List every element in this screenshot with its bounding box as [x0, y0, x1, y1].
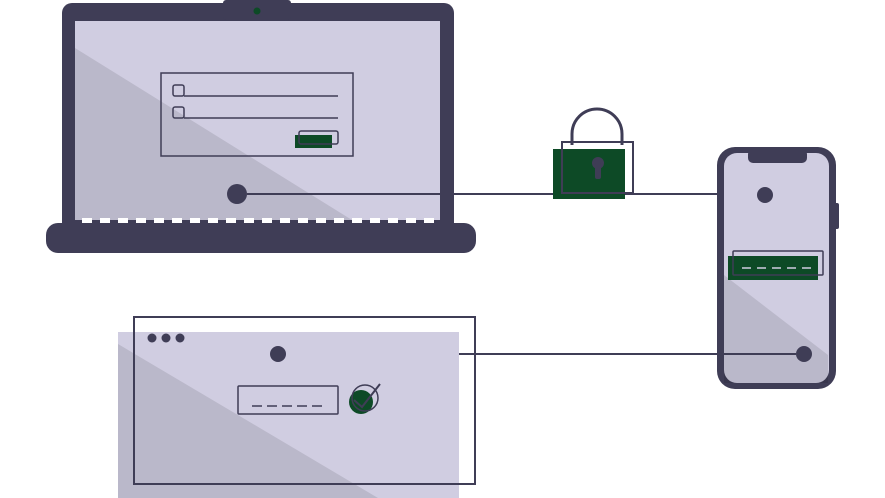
phone-notch	[748, 149, 807, 163]
submit-button-icon[interactable]	[295, 130, 339, 148]
keyboard-key	[226, 218, 236, 223]
keyboard-key	[100, 218, 110, 223]
browser-background-panel	[118, 332, 459, 498]
keyboard-key	[82, 218, 92, 223]
keyboard-key	[154, 218, 164, 223]
padlock-icon	[553, 107, 634, 199]
keyboard-key	[352, 218, 362, 223]
padlock-body-outline	[561, 141, 634, 194]
smartphone-icon	[717, 147, 839, 389]
laptop-keyboard	[82, 218, 434, 223]
browser-code-field-frame	[237, 385, 339, 415]
keyboard-key	[370, 218, 380, 223]
keyboard-key	[262, 218, 272, 223]
checkbox-row	[172, 84, 338, 97]
keyboard-key	[334, 218, 344, 223]
laptop-connection-node	[227, 184, 247, 204]
check-circle-fill	[349, 390, 373, 414]
keyhole-slot	[595, 163, 601, 179]
keyboard-key	[424, 218, 434, 223]
checkmark-icon	[353, 383, 381, 409]
padlock-body	[553, 149, 625, 199]
browser-window-icon	[118, 316, 476, 498]
keyboard-key	[190, 218, 200, 223]
keyboard-key	[388, 218, 398, 223]
keyboard-key	[316, 218, 326, 223]
laptop-icon	[46, 0, 476, 253]
laptop-screen	[75, 21, 440, 220]
laptop-base	[46, 223, 476, 253]
window-control-dot-icon[interactable]	[161, 333, 171, 343]
phone-top-connection-node	[757, 187, 773, 203]
login-form-frame	[160, 72, 354, 157]
browser-connection-node	[270, 346, 286, 362]
keyboard-key	[172, 218, 182, 223]
checkbox-icon[interactable]	[172, 84, 185, 97]
login-form	[160, 72, 354, 157]
keyboard-key	[118, 218, 128, 223]
keyboard-key	[244, 218, 254, 223]
check-circle-outline	[351, 384, 379, 412]
keyboard-key	[280, 218, 290, 223]
phone-bottom-connection-node	[796, 346, 812, 362]
browser-code-field[interactable]	[237, 385, 339, 415]
window-controls	[147, 333, 185, 343]
laptop-screen-shadow	[75, 48, 352, 220]
keyboard-key	[406, 218, 416, 223]
laptop-camera-icon	[253, 7, 261, 15]
padlock-shackle	[570, 107, 624, 145]
phone-code-field-frame	[732, 250, 824, 276]
keyboard-key	[208, 218, 218, 223]
checkbox-icon[interactable]	[172, 106, 185, 119]
keyboard-key	[136, 218, 146, 223]
checkbox-row	[172, 106, 338, 119]
browser-frame	[133, 316, 476, 485]
check-circle-icon	[349, 383, 381, 414]
window-control-dot-icon[interactable]	[175, 333, 185, 343]
phone-code-field[interactable]	[728, 250, 824, 280]
keyboard-key	[298, 218, 308, 223]
browser-shadow	[118, 344, 378, 498]
window-control-dot-icon[interactable]	[147, 333, 157, 343]
